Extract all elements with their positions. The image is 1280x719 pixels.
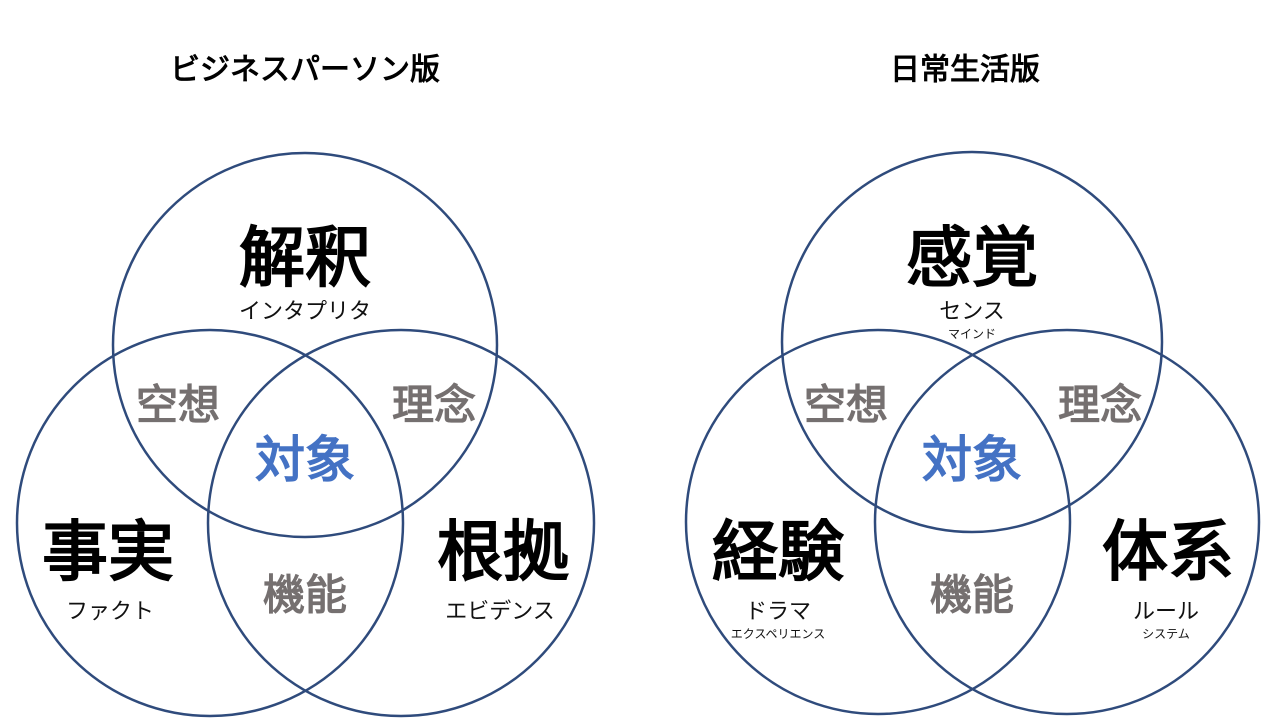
circle-system	[873, 328, 1261, 716]
left-note: エクスペリエンス	[731, 627, 826, 641]
top-right-overlap: 理念	[1058, 381, 1142, 430]
center-overlap: 対象	[922, 431, 1022, 489]
daily-title: 日常生活版	[890, 53, 1040, 88]
circle-sense	[780, 150, 1164, 534]
business-title: ビジネスパーソン版	[170, 53, 440, 88]
left-label: 経験	[712, 514, 845, 591]
bottom-overlap: 機能	[930, 571, 1014, 620]
top-label: 解釈	[239, 220, 371, 297]
business-venn: ビジネスパーソン版 解釈 インタプリタ 空想 理念 対象 事実 ファクト 根拠 …	[15, 53, 596, 718]
bottom-overlap: 機能	[263, 571, 347, 620]
circle-evidence	[206, 328, 596, 718]
right-note: システム	[1142, 627, 1190, 641]
circle-interpretation	[111, 151, 499, 539]
left-label: 事実	[42, 514, 174, 591]
left-reading: ドラマ	[745, 600, 811, 625]
daily-venn: 日常生活版 感覚 センス マインド 空想 理念 対象 経験 ドラマ エクスペリエ…	[684, 53, 1261, 716]
top-note: マインド	[948, 327, 996, 341]
top-left-overlap: 空想	[136, 381, 220, 430]
center-overlap: 対象	[255, 431, 355, 489]
right-reading: エビデンス	[445, 600, 555, 625]
right-label: 根拠	[437, 514, 570, 591]
top-label: 感覚	[906, 220, 1038, 297]
top-reading: インタプリタ	[239, 300, 371, 325]
circle-experience	[684, 328, 1072, 716]
right-label: 体系	[1102, 514, 1234, 591]
top-right-overlap: 理念	[392, 381, 476, 430]
top-left-overlap: 空想	[804, 381, 888, 430]
top-reading: センス	[939, 300, 1005, 325]
left-reading: ファクト	[66, 600, 154, 625]
circle-fact	[15, 328, 405, 718]
right-reading: ルール	[1133, 600, 1199, 625]
